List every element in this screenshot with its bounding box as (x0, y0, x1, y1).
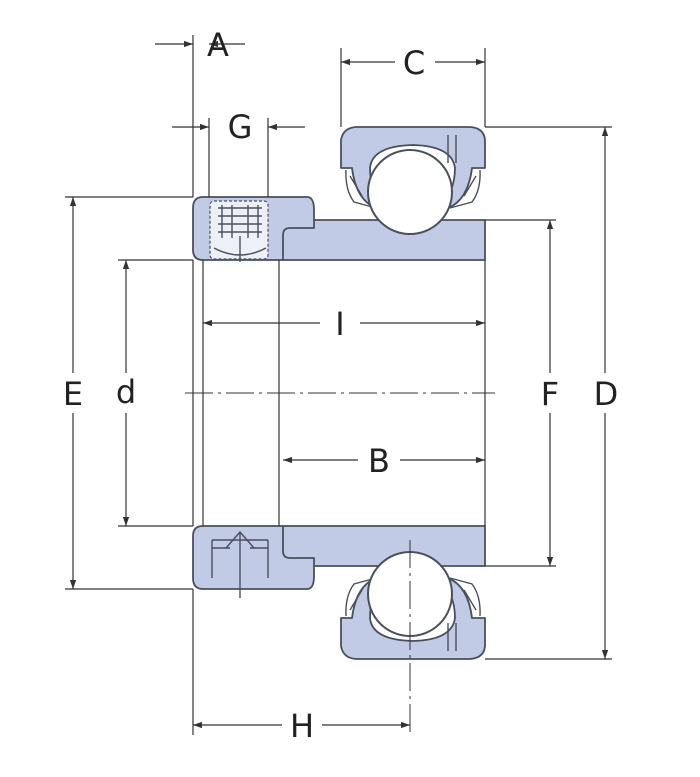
bearing-section (185, 126, 495, 735)
ball-top (367, 149, 453, 235)
label-D: D (594, 375, 619, 413)
label-B: B (368, 442, 390, 480)
label-H: H (290, 707, 314, 745)
set-screw-bottom (211, 530, 269, 598)
extension-lines (65, 35, 612, 735)
label-C: C (403, 44, 425, 82)
label-F: F (541, 375, 559, 413)
set-screw-top (209, 200, 269, 262)
inner-ring-bottom (192, 525, 486, 590)
label-d: d (116, 373, 136, 411)
label-A: A (207, 26, 229, 64)
label-G: G (228, 108, 253, 146)
label-I: I (335, 305, 344, 343)
seals (345, 135, 481, 651)
dimension-labels: A G C I B E d F D H (63, 26, 618, 745)
dimension-lines (69, 40, 609, 729)
label-E: E (63, 375, 83, 413)
